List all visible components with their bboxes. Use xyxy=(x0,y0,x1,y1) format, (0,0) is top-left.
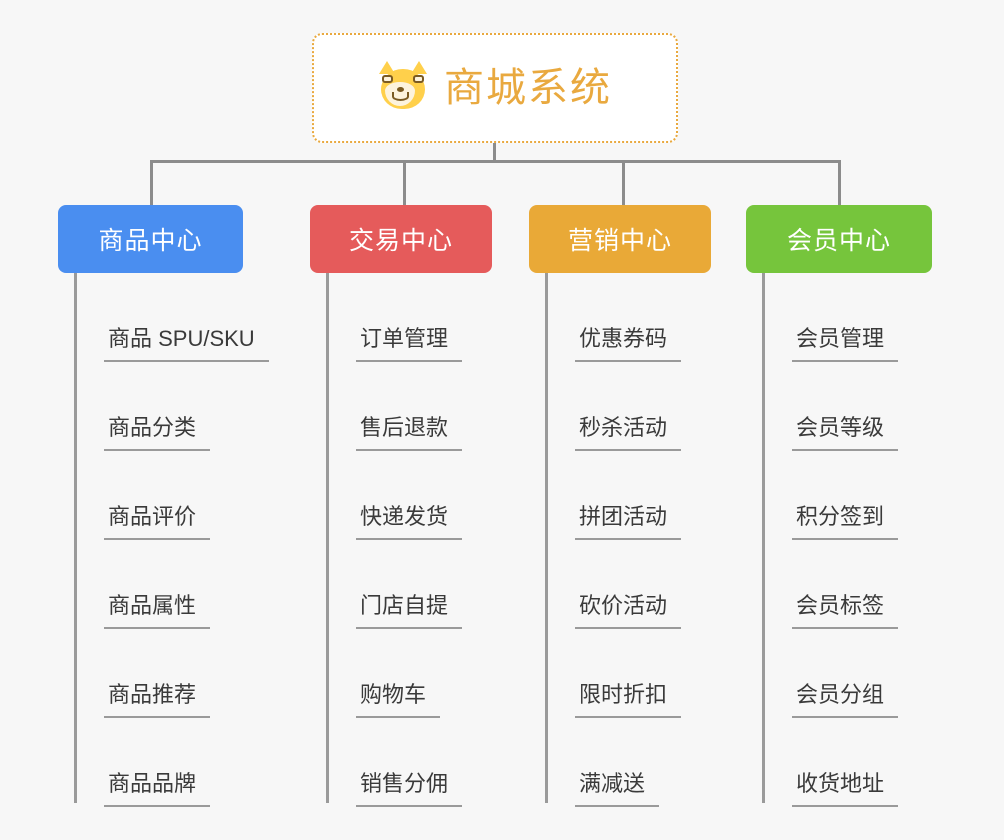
leaf-label: 会员标签 xyxy=(792,595,899,629)
leaf-label: 订单管理 xyxy=(356,328,463,362)
leaf-label: 商品属性 xyxy=(104,595,211,629)
branch-spine-3 xyxy=(545,273,548,803)
branch-header-label: 会员中心 xyxy=(786,227,891,255)
leaf-item[interactable]: 商品属性 xyxy=(74,540,269,629)
leaf-item[interactable]: 积分签到 xyxy=(762,451,899,540)
leaf-item[interactable]: 商品品牌 xyxy=(74,718,269,807)
leaf-item[interactable]: 门店自提 xyxy=(326,540,463,629)
leaf-label: 商品 SPU/SKU xyxy=(104,328,269,362)
leaf-label: 会员等级 xyxy=(792,417,899,451)
branch-column-4: 会员中心 会员管理 会员等级 积分签到 会员标签 会员分组 收货地址 xyxy=(746,205,941,807)
branch-column-2: 交易中心 订单管理 售后退款 快递发货 门店自提 购物车 销售分佣 xyxy=(310,205,505,807)
leaf-label: 优惠券码 xyxy=(575,328,682,362)
branch-header-label: 交易中心 xyxy=(348,227,453,255)
branch-column-3: 营销中心 优惠券码 秒杀活动 拼团活动 砍价活动 限时折扣 满减送 xyxy=(529,205,724,807)
leaf-item[interactable]: 销售分佣 xyxy=(326,718,463,807)
branch-header-label: 营销中心 xyxy=(567,227,672,255)
leaf-label: 满减送 xyxy=(575,773,660,807)
leaf-item[interactable]: 收货地址 xyxy=(762,718,899,807)
leaf-label: 拼团活动 xyxy=(575,506,682,540)
branch-column-1: 商品中心 商品 SPU/SKU 商品分类 商品评价 商品属性 商品推荐 商品品牌 xyxy=(58,205,293,807)
root-node[interactable]: 商城系统 xyxy=(312,33,678,143)
leaf-item[interactable]: 售后退款 xyxy=(326,362,463,451)
branch-header-4[interactable]: 会员中心 xyxy=(746,205,932,273)
branch-header-label: 商品中心 xyxy=(98,227,203,255)
leaf-label: 限时折扣 xyxy=(575,684,682,718)
leaf-item[interactable]: 商品评价 xyxy=(74,451,269,540)
leaf-item[interactable]: 订单管理 xyxy=(326,273,463,362)
branch-spine-1 xyxy=(74,273,77,803)
leaf-list-3: 优惠券码 秒杀活动 拼团活动 砍价活动 限时折扣 满减送 xyxy=(545,273,682,807)
root-title: 商城系统 xyxy=(444,66,612,110)
leaf-label: 商品分类 xyxy=(104,417,211,451)
leaf-label: 快递发货 xyxy=(356,506,463,540)
leaf-label: 会员分组 xyxy=(792,684,899,718)
leaf-list-1: 商品 SPU/SKU 商品分类 商品评价 商品属性 商品推荐 商品品牌 xyxy=(74,273,269,807)
branch-header-1[interactable]: 商品中心 xyxy=(58,205,243,273)
leaf-list-2: 订单管理 售后退款 快递发货 门店自提 购物车 销售分佣 xyxy=(326,273,463,807)
leaf-label: 商品品牌 xyxy=(104,773,211,807)
leaf-list-4: 会员管理 会员等级 积分签到 会员标签 会员分组 收货地址 xyxy=(762,273,899,807)
leaf-label: 售后退款 xyxy=(356,417,463,451)
leaf-label: 会员管理 xyxy=(792,328,899,362)
leaf-item[interactable]: 会员等级 xyxy=(762,362,899,451)
leaf-label: 砍价活动 xyxy=(575,595,682,629)
connector-horizontal-bus xyxy=(150,160,841,163)
leaf-item[interactable]: 秒杀活动 xyxy=(545,362,682,451)
leaf-item[interactable]: 拼团活动 xyxy=(545,451,682,540)
leaf-label: 收货地址 xyxy=(792,773,899,807)
leaf-item[interactable]: 砍价活动 xyxy=(545,540,682,629)
leaf-label: 秒杀活动 xyxy=(575,417,682,451)
branch-header-2[interactable]: 交易中心 xyxy=(310,205,492,273)
leaf-item[interactable]: 会员分组 xyxy=(762,629,899,718)
shiba-inu-icon xyxy=(378,61,428,113)
leaf-item[interactable]: 满减送 xyxy=(545,718,681,807)
branch-spine-4 xyxy=(762,273,765,803)
leaf-item[interactable]: 限时折扣 xyxy=(545,629,682,718)
leaf-item[interactable]: 商品 SPU/SKU xyxy=(74,273,269,362)
leaf-label: 门店自提 xyxy=(356,595,463,629)
leaf-label: 商品评价 xyxy=(104,506,211,540)
branch-spine-2 xyxy=(326,273,329,803)
connector-drop-1 xyxy=(150,160,153,205)
leaf-item[interactable]: 购物车 xyxy=(326,629,462,718)
leaf-item[interactable]: 优惠券码 xyxy=(545,273,682,362)
leaf-label: 积分签到 xyxy=(792,506,899,540)
leaf-label: 购物车 xyxy=(356,684,441,718)
leaf-label: 商品推荐 xyxy=(104,684,211,718)
connector-drop-2 xyxy=(403,160,406,205)
connector-drop-3 xyxy=(622,160,625,205)
leaf-item[interactable]: 商品分类 xyxy=(74,362,269,451)
connector-root-stem xyxy=(493,143,496,163)
leaf-item[interactable]: 会员管理 xyxy=(762,273,899,362)
connector-drop-4 xyxy=(838,160,841,205)
leaf-item[interactable]: 会员标签 xyxy=(762,540,899,629)
leaf-item[interactable]: 商品推荐 xyxy=(74,629,269,718)
branch-header-3[interactable]: 营销中心 xyxy=(529,205,711,273)
leaf-label: 销售分佣 xyxy=(356,773,463,807)
leaf-item[interactable]: 快递发货 xyxy=(326,451,463,540)
